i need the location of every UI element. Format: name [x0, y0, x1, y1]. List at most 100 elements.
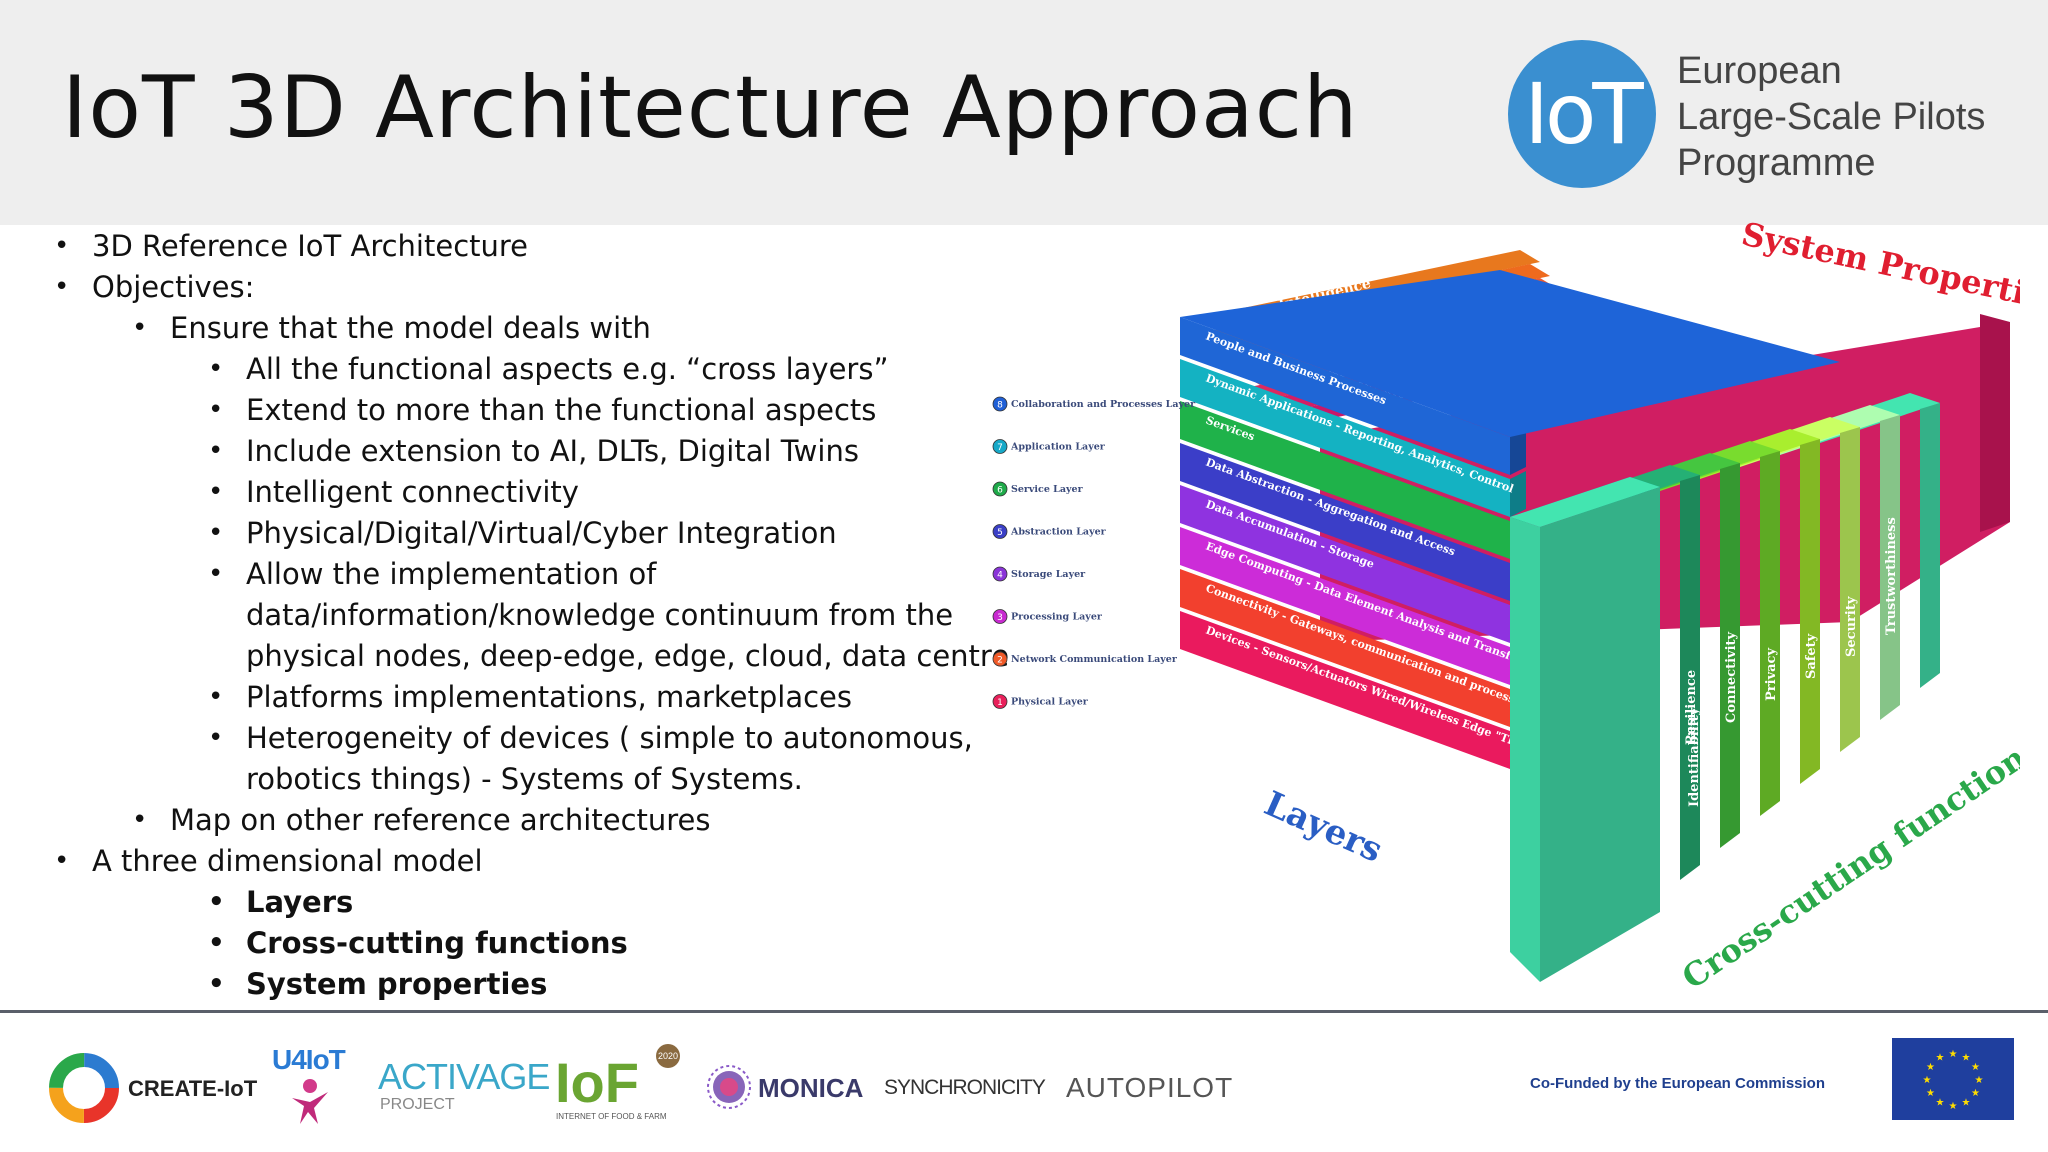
- header: IoT 3D Architecture Approach IoT Europea…: [0, 0, 2048, 225]
- bullet-text: Map on other reference architectures: [170, 803, 711, 837]
- monica-logo: MONICA: [758, 1073, 864, 1103]
- function-label: Privacy: [1764, 648, 1779, 701]
- legend-label: Processing Layer: [1011, 612, 1103, 623]
- iof-logo: IoF: [555, 1051, 639, 1114]
- bullet-dot: •: [54, 846, 70, 876]
- bullet-text: Physical/Digital/Virtual/Cyber Integrati…: [246, 516, 837, 550]
- bullet-text: Objectives:: [92, 270, 255, 304]
- create-iot-label: CREATE-IoT: [128, 1076, 258, 1101]
- bullet-item: data/information/knowledge continuum fro…: [246, 595, 953, 635]
- legend-number: 1: [997, 698, 1003, 708]
- bullet-item: • Layers: [208, 882, 354, 922]
- bullet-item: • Map on other reference architectures: [132, 800, 711, 840]
- layer-slab-face: [1180, 527, 1510, 685]
- eu-star-icon: ★: [1926, 1088, 1935, 1099]
- bullet-dot: •: [132, 313, 148, 343]
- u4iot-logo: U4IoT: [272, 1044, 346, 1075]
- monica-icon: [706, 1064, 752, 1115]
- eu-star-icon: ★: [1936, 1098, 1945, 1109]
- eu-star-icon: ★: [1949, 1101, 1958, 1112]
- bullet-item: • Extend to more than the functional aspe…: [208, 390, 877, 430]
- bullet-item: • System properties: [208, 964, 548, 1004]
- legend-marker: [992, 524, 1008, 539]
- bullet-item: •A three dimensional model: [54, 841, 483, 881]
- bullet-dot: •: [208, 682, 224, 712]
- layer-slab-face: [1180, 401, 1510, 559]
- layer-slab-side: [1510, 429, 1526, 475]
- bullet-item: •All the functional aspects e.g. “cross …: [208, 349, 889, 389]
- footer-divider: [0, 1010, 2048, 1013]
- bullet-dot: •: [54, 231, 70, 261]
- legend-label: Collaboration and Processes Layer: [1011, 399, 1196, 410]
- function-label: Resilience: [1684, 670, 1699, 745]
- legend-number: 3: [997, 613, 1003, 623]
- eu-star-icon: ★: [1936, 1052, 1945, 1063]
- create-iot-ring-icon: [49, 1053, 119, 1123]
- logo-line: Large-Scale Pilots: [1677, 96, 1986, 138]
- iof-year-badge: 2020: [656, 1044, 680, 1068]
- legend-marker: [992, 651, 1008, 667]
- legend-marker: [992, 694, 1008, 709]
- bullet-text: Include extension to AI, DLTs, Digital T…: [246, 434, 859, 468]
- autopilot-logo: AUTOPILOT: [1066, 1072, 1234, 1103]
- legend-marker: [992, 439, 1008, 454]
- function-slab-side: [1880, 415, 1900, 720]
- legend-number: 2: [997, 656, 1003, 666]
- legend-number: 7: [997, 443, 1003, 453]
- bullet-text: Platforms implementations, marketplaces: [246, 680, 852, 714]
- function-front-right: [1540, 487, 1660, 982]
- bullet-item: • Platforms implementations, marketplaces: [208, 677, 852, 717]
- eu-star-icon: ★: [1962, 1098, 1971, 1109]
- layers-title: Layers: [1258, 784, 1388, 871]
- bullet-text: data/information/knowledge continuum fro…: [246, 598, 954, 632]
- bullet-dot: •: [208, 887, 225, 917]
- legend-label: Abstraction Layer: [1010, 527, 1107, 538]
- bullet-text: robotics things) - Systems of Systems.: [246, 762, 803, 796]
- function-label: Identifiability: [1687, 707, 1702, 807]
- bullet-dot: •: [208, 928, 225, 958]
- legend-number: 6: [997, 486, 1003, 496]
- bullet-text: Cross-cutting functions: [246, 926, 628, 960]
- bullet-text: System properties: [246, 967, 548, 1001]
- bullet-item: •Allow the implementation of: [208, 554, 656, 594]
- bullet-text: Extend to more than the functional aspec…: [246, 393, 877, 427]
- layer-slab-face: [1180, 485, 1510, 643]
- legend-number: 8: [997, 401, 1003, 411]
- programme-name: European Large-Scale Pilots Programme: [1677, 48, 1985, 186]
- function-slab-side: [1760, 451, 1780, 816]
- eu-star-icon: ★: [1949, 1049, 1958, 1060]
- bullet-dot: •: [208, 969, 225, 999]
- eu-star-icon: ★: [1926, 1062, 1935, 1073]
- legend-marker: [992, 396, 1008, 412]
- bullet-dot: •: [132, 805, 148, 835]
- properties-side: [1980, 314, 2010, 532]
- legend-label: Network Communication Layer: [1011, 654, 1178, 665]
- iot-logo-icon: IoT: [1508, 40, 1656, 188]
- legend-marker: [992, 481, 1008, 497]
- bullet-item: physical nodes, deep-edge, edge, cloud, …: [246, 636, 1009, 676]
- bullet-text: Ensure that the model deals with: [170, 311, 651, 345]
- function-label: Trustworthiness: [1884, 517, 1899, 635]
- layer-slab-face: [1180, 359, 1510, 517]
- eu-star-icon: ★: [1962, 1052, 1971, 1063]
- bullet-dot: •: [208, 354, 224, 384]
- u4iot-figure-icon: [288, 1078, 332, 1131]
- bullet-dot: •: [208, 559, 224, 589]
- layer-slab-face: [1180, 443, 1510, 601]
- logo-line: European: [1677, 50, 1842, 92]
- legend-number: 5: [997, 528, 1003, 538]
- function-label: Safety: [1804, 633, 1819, 679]
- function-slab-side: [1680, 475, 1700, 880]
- bullet-item: •3D Reference IoT Architecture: [54, 226, 528, 266]
- architecture-3d-figure: IntelligenceAvailabilityDependabilityMan…: [992, 222, 2020, 997]
- bullet-dot: •: [208, 395, 224, 425]
- function-front-left: [1510, 517, 1540, 982]
- layer-slab-face: [1180, 569, 1510, 727]
- bullet-text: Layers: [246, 885, 354, 919]
- function-label: Security: [1844, 596, 1859, 657]
- function-front-top: [1510, 477, 1660, 527]
- eu-flag-icon: ★★★★★★★★★★★★: [1892, 1038, 2014, 1120]
- system-properties-title: System Properties: [1738, 222, 2020, 320]
- function-slab-side: [1800, 439, 1820, 784]
- legend-marker: [992, 566, 1008, 582]
